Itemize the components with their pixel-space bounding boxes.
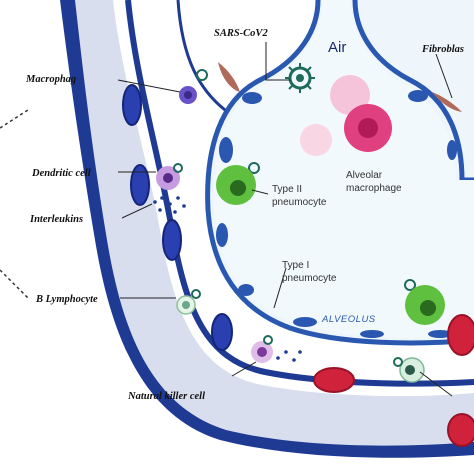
label-alveolar-macrophage-line2: macrophage	[346, 183, 402, 194]
red-blood-cells	[122, 84, 474, 447]
label-b-lymphocyte: B Lymphocyte	[35, 294, 98, 305]
label-alveolus: ALVEOLUS	[321, 314, 376, 325]
label-sars-cov2: SARS-CoV2	[214, 28, 268, 39]
dendritic-cell	[156, 166, 180, 190]
fibroblast-right	[432, 92, 462, 112]
fibroblast-left	[218, 62, 240, 92]
natural-killer-cell	[251, 341, 273, 363]
capillary-vessel	[60, 0, 474, 458]
vessel-neutrophil	[399, 357, 425, 383]
label-type2-line1: Type II	[272, 184, 302, 195]
label-macrophage: Macrophag	[25, 74, 76, 85]
type-ii-pneumocyte-right	[405, 285, 445, 325]
virus-particles	[173, 63, 416, 367]
vessel-macrophage	[179, 86, 197, 104]
label-interleukins: Interleukins	[29, 214, 83, 225]
label-natural-killer-cell: Natural killer cell	[127, 391, 205, 402]
label-type1-line2: pneumocyte	[282, 273, 337, 284]
label-alveolar-macrophage-line1: Alveolar	[346, 170, 383, 181]
label-fibroblast: Fibroblas	[421, 44, 464, 55]
alveolus	[205, 0, 474, 346]
b-lymphocyte	[176, 295, 196, 315]
label-air: Air	[328, 39, 346, 56]
label-type1-line1: Type I	[282, 260, 309, 271]
label-type2-line2: pneumocyte	[272, 197, 327, 208]
guide-dash-bottom	[0, 269, 29, 299]
label-dendritic-cell: Dendritic cell	[31, 168, 91, 179]
guide-dash-top	[0, 109, 29, 129]
alveolar-macrophage	[300, 75, 392, 156]
interleukin-dots	[153, 196, 302, 362]
type-ii-pneumocyte	[216, 165, 256, 205]
leader-lines	[117, 42, 453, 397]
